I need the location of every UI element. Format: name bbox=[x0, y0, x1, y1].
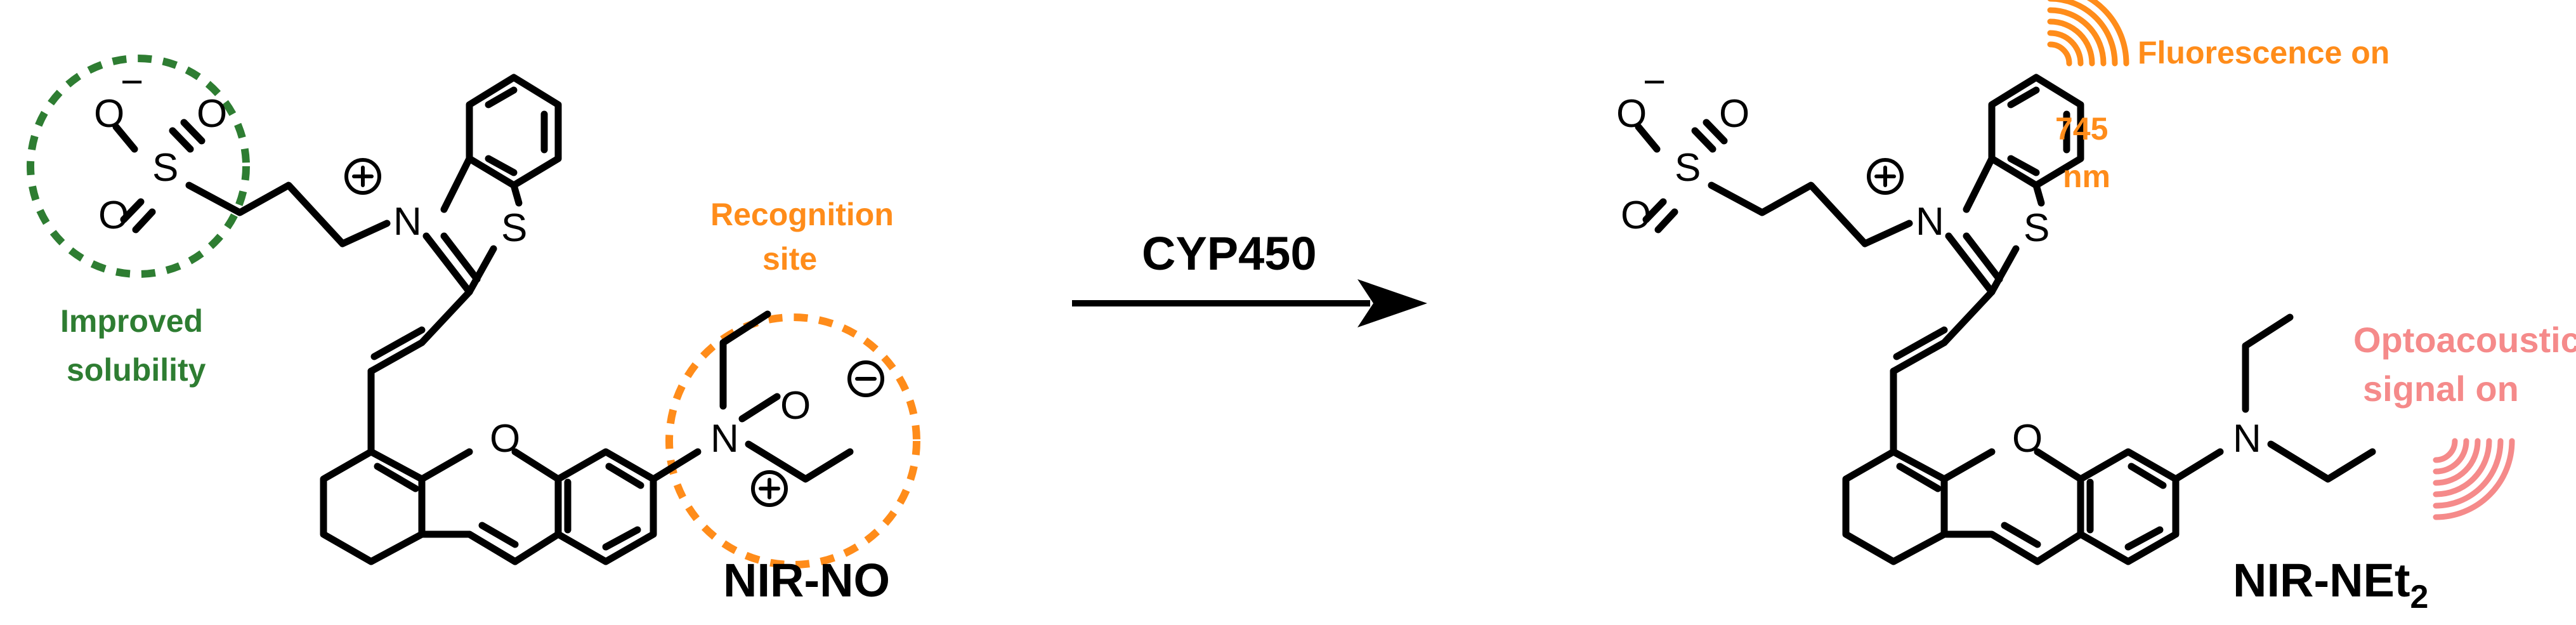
right-molecule: S O O O − N S O N Fluorescence on 745 nm bbox=[1616, 0, 2576, 615]
right-sulfonate-o2: O bbox=[1719, 92, 1749, 136]
fluorescence-signal-waves-icon bbox=[2047, 0, 2129, 67]
solubility-highlight-circle bbox=[27, 55, 250, 278]
right-thiazole-n: N bbox=[1916, 200, 1944, 244]
left-amine-plus-icon bbox=[751, 470, 788, 507]
right-sulfonate-negative-charge: − bbox=[1643, 60, 1666, 104]
left-thiazole-n: N bbox=[393, 200, 422, 244]
reaction-reagent: CYP450 bbox=[1142, 227, 1317, 280]
left-sulfonate-bonds bbox=[112, 119, 391, 247]
left-amine-n: N bbox=[710, 417, 739, 461]
fluorescence-wavelength-unit: nm bbox=[2063, 159, 2110, 194]
optoacoustic-signal-waves-icon bbox=[2433, 438, 2515, 520]
left-sulfonate-o2: O bbox=[197, 92, 227, 136]
reaction-arrow-group: CYP450 bbox=[1072, 227, 1427, 327]
right-sulfonate-bonds bbox=[1635, 119, 1913, 247]
right-amine-n: N bbox=[2233, 417, 2261, 461]
fluorescence-wavelength-value: 745 bbox=[2055, 111, 2108, 147]
reaction-arrowhead-icon bbox=[1357, 279, 1427, 327]
left-sulfonate-negative-charge: − bbox=[121, 60, 143, 104]
left-thiazole-s: S bbox=[501, 206, 527, 250]
left-n-oxide-o: O bbox=[780, 384, 811, 428]
solubility-label-line1: Improved bbox=[60, 303, 203, 339]
recognition-site-circle bbox=[665, 313, 920, 569]
left-xanthene-o: O bbox=[490, 417, 520, 461]
recognition-label-line1: Recognition bbox=[710, 197, 894, 232]
optoacoustic-label-line2: signal on bbox=[2363, 369, 2519, 409]
right-molecule-name-main: NIR-NEt bbox=[2233, 554, 2410, 607]
right-thiazole-s: S bbox=[2024, 206, 2050, 250]
right-xanthene-o: O bbox=[2012, 417, 2043, 461]
right-sulfonate-o3: O bbox=[1621, 194, 1651, 237]
left-n-oxide-minus-icon bbox=[847, 360, 884, 397]
left-molecule: S O O O − N S O N O Improved solubility … bbox=[27, 55, 920, 607]
left-thiazolium-plus-icon bbox=[344, 158, 381, 195]
recognition-label-line2: site bbox=[762, 241, 817, 277]
right-core-bonds bbox=[1842, 74, 2376, 565]
left-sulfonate-o3: O bbox=[98, 194, 129, 237]
right-molecule-name: NIR-NEt2 bbox=[2233, 554, 2428, 615]
right-sulfonate-s: S bbox=[1675, 146, 1701, 190]
fluorescence-label: Fluorescence on bbox=[2138, 35, 2390, 70]
right-thiazolium-plus-icon bbox=[1867, 158, 1904, 195]
right-sulfonate-o1: O bbox=[1616, 92, 1647, 136]
optoacoustic-label-line1: Optoacoustic bbox=[2353, 320, 2576, 360]
left-sulfonate-s: S bbox=[152, 146, 178, 190]
right-molecule-name-subscript: 2 bbox=[2410, 579, 2429, 615]
left-molecule-name: NIR-NO bbox=[723, 554, 890, 607]
left-core-bonds bbox=[320, 74, 854, 565]
left-sulfonate-o1: O bbox=[94, 92, 124, 136]
solubility-label-line2: solubility bbox=[67, 352, 206, 388]
